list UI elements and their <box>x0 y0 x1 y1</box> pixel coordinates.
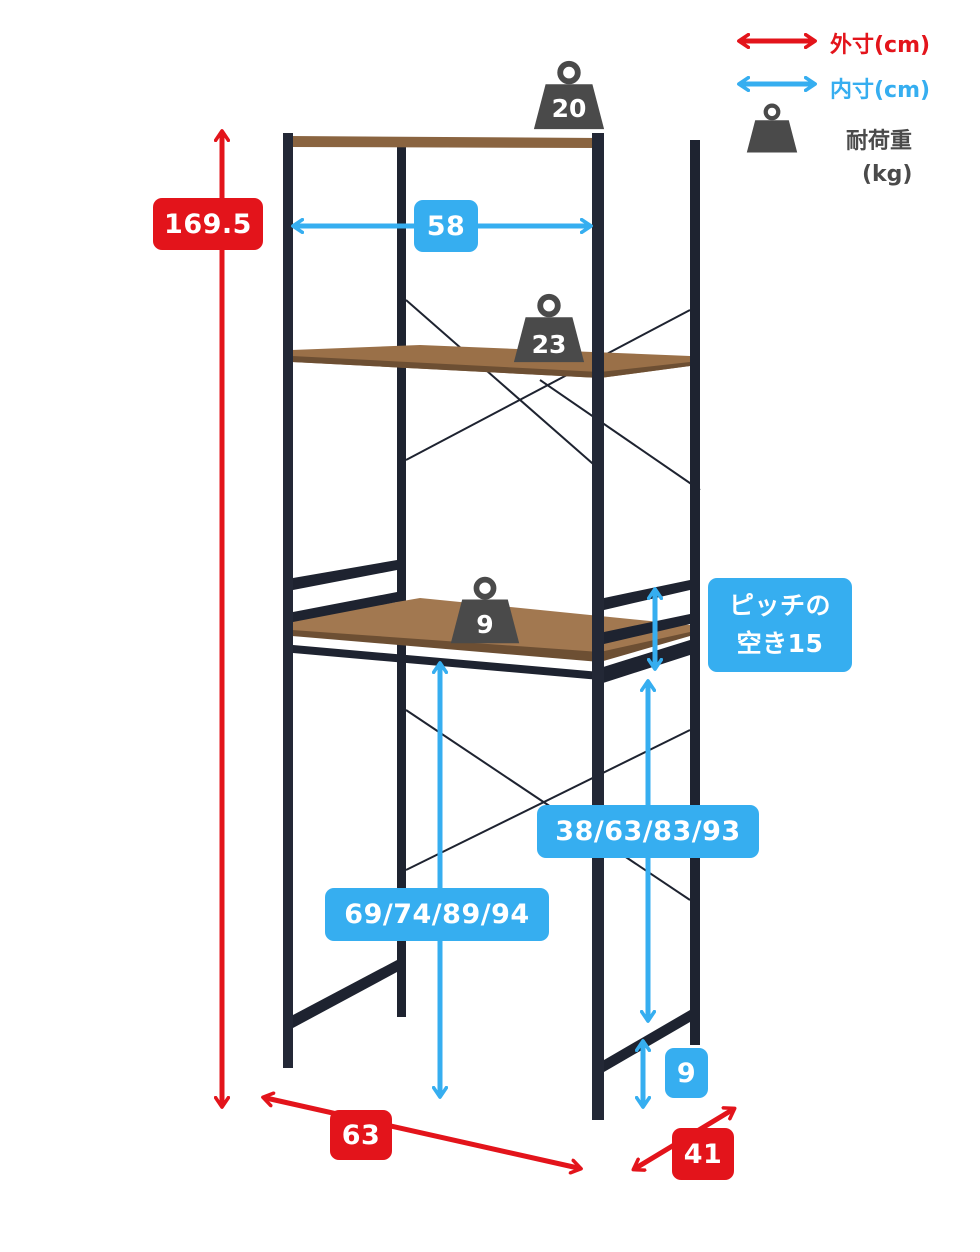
width-label: 63 <box>330 1110 392 1160</box>
rear-clearance-label: 38/63/83/93 <box>537 805 759 858</box>
bottom-clearance-label: 9 <box>665 1048 708 1098</box>
top-shelf-load: 20 <box>551 94 587 123</box>
pitch-label-line2: 空き15 <box>736 629 824 658</box>
total-height-label: 169.5 <box>153 198 263 250</box>
front-clearance-label: 69/74/89/94 <box>325 888 549 941</box>
front-posts <box>283 133 604 1120</box>
legend-load-label: 耐荷重 <box>846 129 913 154</box>
back-posts <box>397 140 700 1045</box>
pitch-label-line1: ピッチの <box>728 591 831 620</box>
lower-shelf-load: 9 <box>476 610 494 639</box>
legend-load-unit: (kg) <box>862 162 913 187</box>
middle-shelf-load: 23 <box>531 330 567 359</box>
inner-width-label: 58 <box>414 200 478 252</box>
depth-label: 41 <box>672 1128 734 1180</box>
legend-weight-icon <box>747 106 797 153</box>
width-arrow <box>266 1098 578 1168</box>
legend-inner-label: 内寸(cm) <box>830 78 931 103</box>
pitch-label: ピッチの 空き15 <box>708 578 852 672</box>
legend-outer-label: 外寸(cm) <box>830 33 931 58</box>
